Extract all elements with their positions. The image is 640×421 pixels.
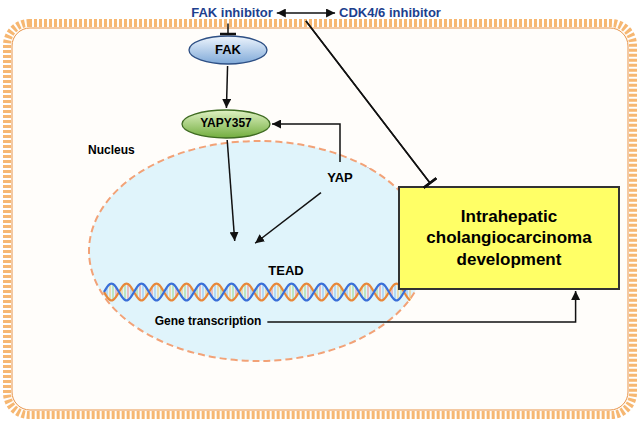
arrow-connector: [277, 12, 335, 14]
dna-rung: [305, 283, 306, 300]
node-text: Intrahepatic cholangiocarcinoma developm…: [410, 206, 608, 270]
arrow-connector: [255, 193, 321, 244]
ellipse-shape: [189, 36, 267, 64]
dna-rung: [113, 283, 114, 300]
dna-helix: [104, 283, 410, 300]
node-text: Nucleus: [88, 144, 135, 158]
inhibition-line: [306, 21, 430, 183]
outcome-box: Intrahepatic cholangiocarcinoma developm…: [398, 186, 620, 290]
dna-rung: [125, 283, 126, 300]
arrow-connector: [272, 124, 340, 162]
dna-rung: [350, 283, 351, 300]
dna-rung: [215, 283, 216, 300]
nucleus-outline: [88, 140, 428, 362]
protein-ellipse: FAK: [188, 35, 268, 65]
arrow-connector: [226, 66, 227, 108]
dna-rung: [308, 283, 309, 300]
cell-membrane: [7, 23, 633, 415]
node-text: TEAD: [268, 264, 303, 279]
protein-ellipse: YAPY357: [181, 109, 271, 139]
dna-rung: [158, 283, 159, 300]
node-text: Gene transcription: [155, 315, 262, 329]
inhibition-line: [227, 23, 229, 34]
drug-label: FAK inhibitor: [189, 3, 275, 20]
dna-rung: [200, 283, 201, 300]
dna-rung: [293, 283, 294, 300]
dna-rung: [218, 283, 219, 300]
dna-rung: [380, 283, 381, 300]
dna-rung: [353, 283, 354, 300]
node-text: CDK4/6 inhibitor: [339, 6, 441, 21]
inhibition-line: [306, 21, 430, 183]
dna-rung: [185, 283, 186, 300]
process-label: Gene transcription: [153, 311, 264, 327]
dna-rung: [173, 283, 174, 300]
dna-rung: [365, 283, 366, 300]
arrow-connector: [227, 140, 235, 241]
dna-rung: [278, 283, 279, 300]
dna-rung: [290, 283, 291, 300]
nucleus: YAP TEAD Gene transcription Nucleus: [88, 140, 428, 362]
node-text: YAP: [327, 171, 353, 186]
dna-rung: [143, 283, 144, 300]
dna-rung: [263, 283, 264, 300]
dna-rung: [245, 283, 246, 300]
dna-rung: [140, 283, 141, 300]
dna-rung: [110, 283, 111, 300]
nucleus-ellipse: [89, 141, 427, 361]
cell-membrane-inner: [12, 28, 628, 410]
dna-rung: [188, 283, 189, 300]
arrow-connector: [267, 291, 575, 322]
dna-rung: [275, 283, 276, 300]
dna-rung: [260, 283, 261, 300]
dna-rung: [368, 283, 369, 300]
dna-rung: [323, 283, 324, 300]
dna-strand: [104, 283, 410, 300]
dna-rung: [320, 283, 321, 300]
dna-rung: [128, 283, 129, 300]
dna-rung: [335, 283, 336, 300]
node-text: FAK inhibitor: [191, 6, 273, 21]
dna-rung: [155, 283, 156, 300]
ellipse-shape: [182, 110, 270, 138]
dna-rung: [233, 283, 234, 300]
dna-rung: [230, 283, 231, 300]
node-text: YAPY357: [200, 117, 252, 131]
dna-strand: [104, 284, 410, 301]
drug-label: CDK4/6 inhibitor: [337, 3, 443, 20]
dna-rung: [383, 283, 384, 300]
node-text: FAK: [215, 43, 241, 58]
dna-rung: [395, 283, 396, 300]
dna-rung: [248, 283, 249, 300]
dna-rung: [170, 283, 171, 300]
dna-rung: [338, 283, 339, 300]
dna-rung: [203, 283, 204, 300]
